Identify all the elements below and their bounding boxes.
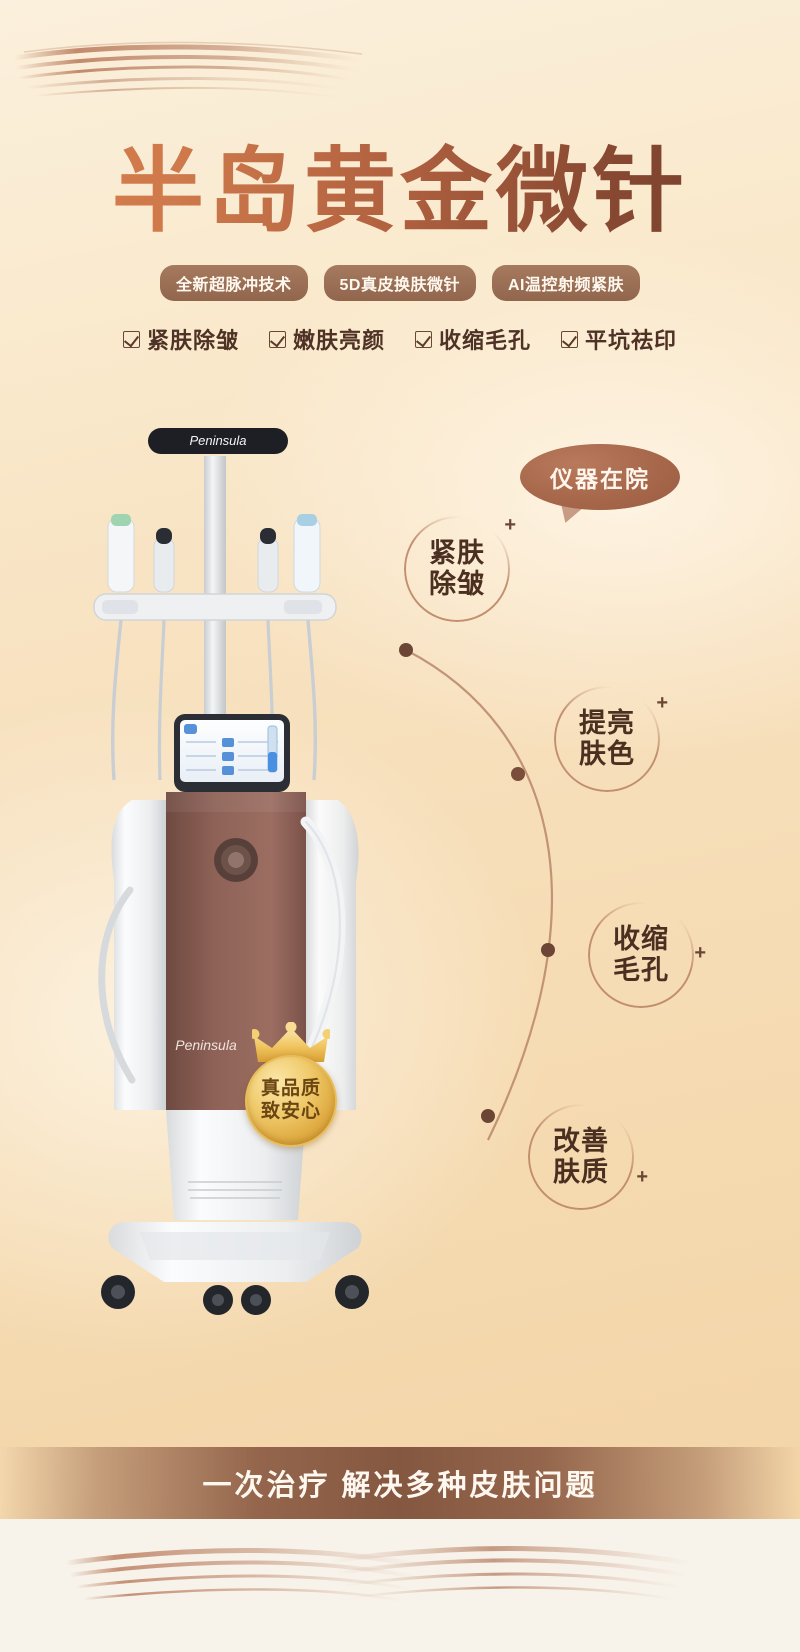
feature-line2-3: 肤质 <box>553 1157 609 1187</box>
bottom-tagline-banner: 一次治疗 解决多种皮肤问题 <box>0 1447 800 1519</box>
speech-bubble-label: 仪器在院 <box>550 466 650 492</box>
checkmark-icon <box>268 330 286 348</box>
feature-line1-0: 紧肤 <box>429 538 485 569</box>
checklist-item-0: 紧肤除皱 <box>122 323 239 355</box>
feature-plus-3: + <box>636 1166 648 1188</box>
feature-circle-0: + 紧肤 除皱 <box>404 514 516 622</box>
bottom-tagline-label: 一次治疗 解决多种皮肤问题 <box>202 1470 598 1502</box>
pill-badge-0: 全新超脉冲技术 <box>160 265 308 302</box>
header: 半岛黄金微针 全新超脉冲技术 5D真皮换肤微针 AI温控射频紧肤 紧肤除皱 嫩肤… <box>0 0 800 355</box>
checklist-item-1: 嫩肤亮颜 <box>268 323 385 355</box>
checklist-item-2: 收缩毛孔 <box>415 323 531 355</box>
pill-badge-2: AI温控射频紧肤 <box>491 265 640 302</box>
connector-arc <box>399 643 555 1141</box>
circle-ring-icon <box>528 1104 634 1210</box>
circle-ring-icon <box>554 686 660 792</box>
feature-line1-1: 提亮 <box>579 708 635 739</box>
feature-line2-1: 肤色 <box>579 739 635 769</box>
checklist-label-0: 紧肤除皱 <box>146 328 239 354</box>
feature-line1-3: 改善 <box>553 1126 609 1157</box>
seal-line1: 真品质 <box>260 1078 321 1100</box>
handle-brand-label: Peninsula <box>189 433 246 448</box>
checkmark-icon <box>415 330 432 348</box>
crown-icon <box>252 1022 330 1062</box>
checklist-label-2: 收缩毛孔 <box>439 328 532 354</box>
checklist-label-1: 嫩肤亮颜 <box>292 328 385 354</box>
checklist-label-3: 平坑祛印 <box>585 328 678 354</box>
feature-circle-2: + 收缩 毛孔 <box>588 902 706 1008</box>
feature-line2-0: 除皱 <box>429 569 485 599</box>
checklist-row: 紧肤除皱 嫩肤亮颜 收缩毛孔 平坑祛印 <box>0 323 800 355</box>
checklist-item-3: 平坑祛印 <box>561 323 677 355</box>
feature-text-0: 紧肤 除皱 <box>429 538 485 600</box>
quality-seal-badge: 真品质 致安心 <box>245 1055 337 1147</box>
checkmark-icon <box>122 330 140 348</box>
feature-plus-1: + <box>656 692 668 714</box>
pill-badge-1: 5D真皮换肤微针 <box>323 265 476 302</box>
circle-ring-icon <box>588 902 694 1008</box>
device-illustration: Peninsula <box>93 428 369 1315</box>
feature-text-2: 收缩 毛孔 <box>613 924 669 986</box>
body-brand-label: Peninsula <box>175 1037 237 1053</box>
feature-pill-row: 全新超脉冲技术 5D真皮换肤微针 AI温控射频紧肤 <box>0 265 800 302</box>
feature-plus-0: + <box>504 514 516 536</box>
page-title: 半岛黄金微针 <box>0 139 800 243</box>
feature-plus-2: + <box>694 942 706 964</box>
feature-text-3: 改善 肤质 <box>553 1126 609 1188</box>
feature-text-1: 提亮 肤色 <box>579 708 635 770</box>
circle-ring-icon <box>404 516 510 622</box>
seal-line2: 致安心 <box>260 1101 321 1122</box>
feature-line2-2: 毛孔 <box>613 955 669 985</box>
checkmark-icon <box>561 330 579 348</box>
speech-bubble-instrument-available: 仪器在院 <box>520 444 680 510</box>
feature-line1-2: 收缩 <box>613 924 669 955</box>
feature-circle-3: + 改善 肤质 <box>528 1104 648 1210</box>
feature-circle-1: + 提亮 肤色 <box>554 686 668 792</box>
bottom-strip <box>0 1519 800 1652</box>
